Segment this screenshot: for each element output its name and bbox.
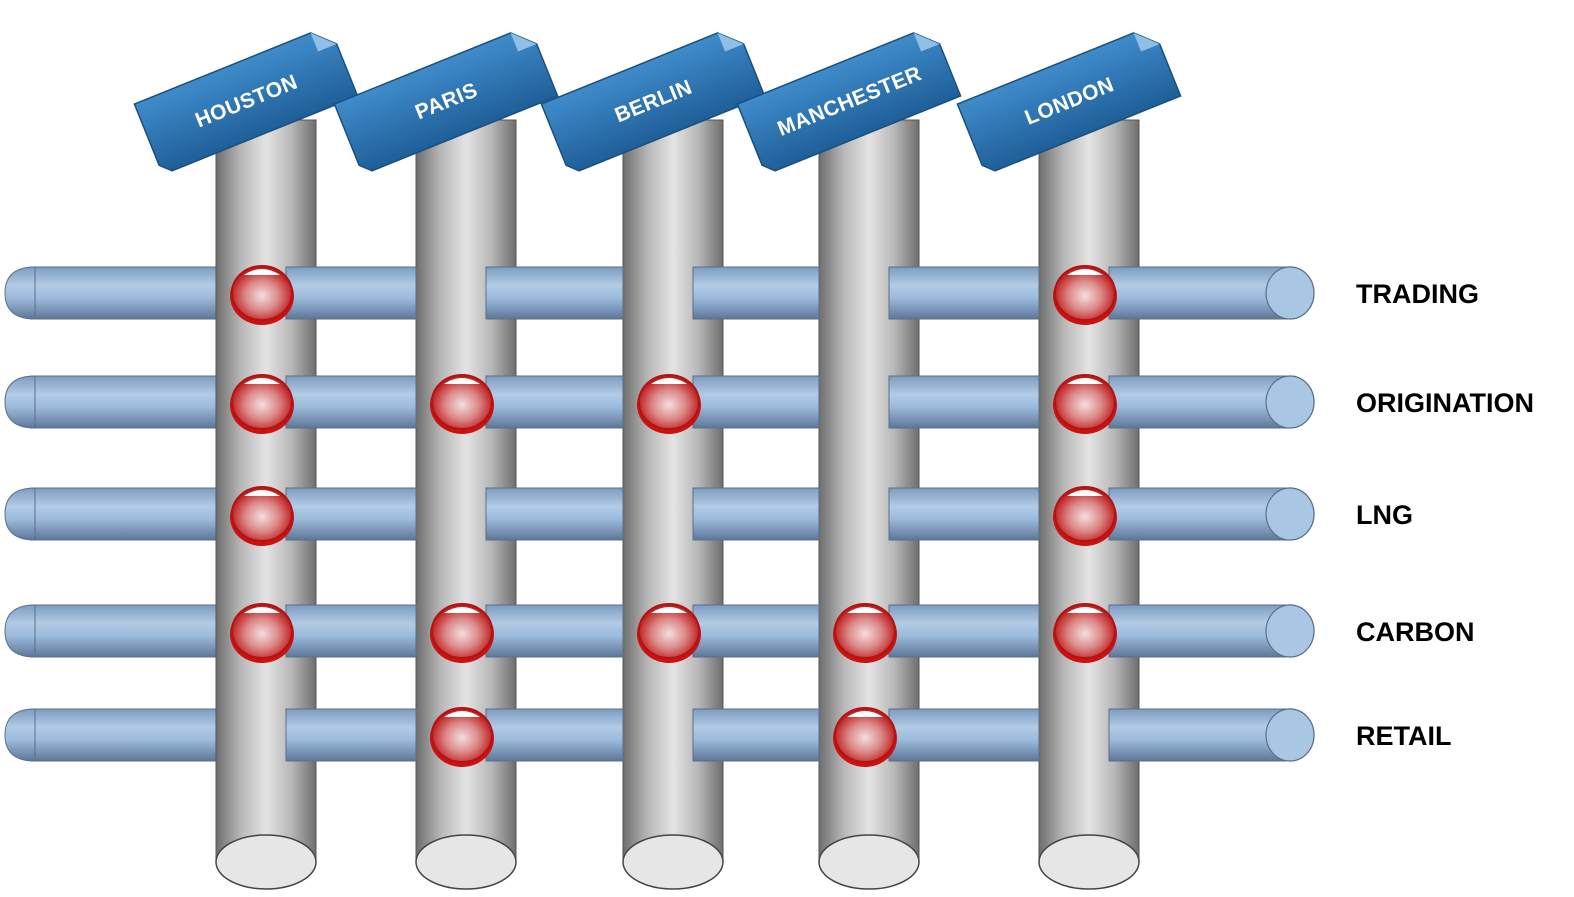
column-base xyxy=(818,834,920,890)
node-carbon-paris xyxy=(430,603,494,663)
banner-berlin: BERLIN xyxy=(540,32,766,172)
node-carbon-london xyxy=(1053,603,1117,663)
pipe-segment xyxy=(1108,487,1315,541)
pipe-segment xyxy=(285,266,417,320)
row-label-carbon: CARBON xyxy=(1356,617,1475,647)
node-retail-manchester xyxy=(833,707,897,767)
pipe-segment xyxy=(888,266,1040,320)
node-origination-houston xyxy=(230,374,294,434)
row-labels-layer: TRADING ORIGINATION LNG CARBON RETAIL xyxy=(1356,279,1534,751)
pipe-segment xyxy=(888,604,1040,658)
column-base xyxy=(415,834,517,890)
node-origination-paris xyxy=(430,374,494,434)
pipe-segment xyxy=(1108,708,1315,762)
pipe-segment xyxy=(1108,266,1315,320)
pipe-segment xyxy=(1108,604,1315,658)
row-label-trading: TRADING xyxy=(1356,279,1479,309)
pipe-segment xyxy=(1108,375,1315,429)
node-origination-berlin xyxy=(637,374,701,434)
pipe-segment xyxy=(485,708,624,762)
pipe-segment xyxy=(485,266,624,320)
pipe-segment xyxy=(692,604,820,658)
nodes-layer xyxy=(230,265,1117,767)
pipe-segment xyxy=(485,375,624,429)
pipe-segment xyxy=(888,708,1040,762)
node-lng-london xyxy=(1053,486,1117,546)
node-lng-houston xyxy=(230,486,294,546)
banner-paris: PARIS xyxy=(333,32,559,172)
pipe-segment xyxy=(888,487,1040,541)
pipe-segment xyxy=(285,375,417,429)
column-base xyxy=(622,834,724,890)
pipe-segment xyxy=(485,604,624,658)
row-label-lng: LNG xyxy=(1356,500,1413,530)
node-retail-paris xyxy=(430,707,494,767)
banner-manchester: MANCHESTER xyxy=(736,32,962,172)
pipe-segment xyxy=(485,487,624,541)
pipe-segment xyxy=(692,375,820,429)
pipe-segment xyxy=(692,487,820,541)
row-label-origination: ORIGINATION xyxy=(1356,388,1534,418)
pipe-segment xyxy=(285,708,417,762)
pipes-front-layer xyxy=(285,266,1315,762)
node-carbon-berlin xyxy=(637,603,701,663)
column-base xyxy=(215,834,317,890)
banner-houston: HOUSTON xyxy=(133,32,359,172)
node-trading-london xyxy=(1053,265,1117,325)
node-trading-houston xyxy=(230,265,294,325)
node-origination-london xyxy=(1053,374,1117,434)
pipe-segment xyxy=(285,487,417,541)
banner-london: LONDON xyxy=(956,32,1182,172)
pipe-segment xyxy=(285,604,417,658)
pipe-segment xyxy=(888,375,1040,429)
node-carbon-houston xyxy=(230,603,294,663)
column-base xyxy=(1038,834,1140,890)
node-carbon-manchester xyxy=(833,603,897,663)
pipe-segment xyxy=(692,266,820,320)
pipe-segment xyxy=(692,708,820,762)
row-label-retail: RETAIL xyxy=(1356,721,1452,751)
